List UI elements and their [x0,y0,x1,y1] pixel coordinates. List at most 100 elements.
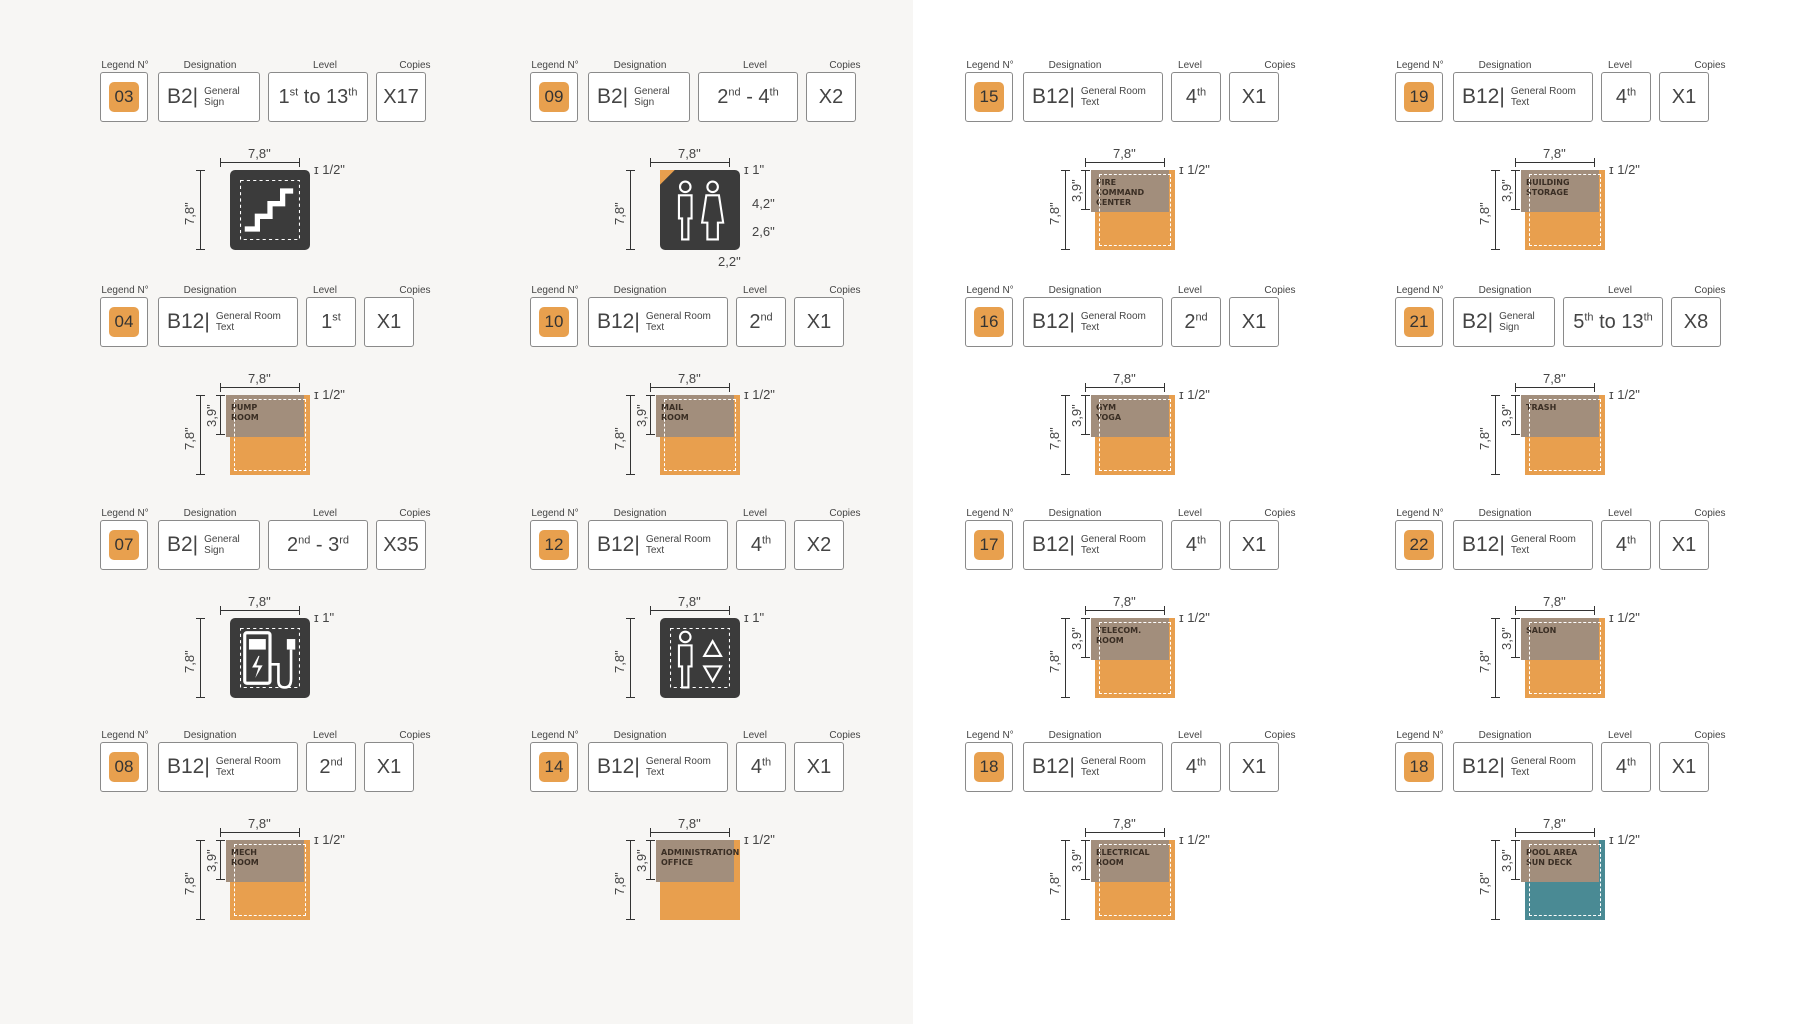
legend-number-badge: 19 [1404,82,1434,112]
designation-code: B12| [1462,533,1505,556]
height-dimension-line [196,170,205,250]
header-level: Level [743,730,767,741]
width-dimension-label: 7,8" [1543,594,1566,609]
copies-value: X1 [376,755,402,778]
room-text-panel: SALON [1521,618,1599,660]
legend-number-box: 19 [1395,72,1443,122]
designation-code: B12| [1032,85,1075,108]
half-height-dimension-line [1081,618,1090,658]
level-value: 4th [750,755,772,778]
header-level: Level [313,60,337,71]
legend-number-box: 14 [530,742,578,792]
half-height-dimension-line [646,395,655,435]
height-dimension-label: 7,8" [1047,202,1062,225]
level-box: 4th [1601,72,1651,122]
room-text-panel: PUMP ROOM [226,395,304,437]
copies-box: X1 [1229,72,1279,122]
level-value: 2nd - 4th [717,85,779,108]
height-dimension-label: 7,8" [182,872,197,895]
header-legend: Legend N° [966,730,1014,741]
height-dimension-label: 7,8" [612,427,627,450]
half-height-dimension-line [1081,395,1090,435]
designation-code: B12| [1032,533,1075,556]
safe-area-dashed-outline [1529,174,1601,246]
legend-number-box: 15 [965,72,1013,122]
designation-code: B2| [1462,310,1494,333]
width-dimension-label: 7,8" [248,816,271,831]
height-dimension-line [1061,840,1070,920]
height-dimension-label: 7,8" [1047,427,1062,450]
width-dimension-line [650,158,730,167]
header-level: Level [313,285,337,296]
height-dimension-label: 7,8" [1477,427,1492,450]
copies-box: X2 [794,520,844,570]
designation-box: B12|General Room Text [1453,520,1593,570]
designation-description: General Room Text [1510,756,1576,778]
height-dimension-label: 7,8" [1477,202,1492,225]
header-legend: Legend N° [966,60,1014,71]
sign-plate-dark [660,170,740,250]
legend-number-badge: 12 [539,530,569,560]
restroom-dimension-restroom_d: 2,2" [718,254,741,269]
header-level: Level [1608,285,1632,296]
copies-box: X1 [794,742,844,792]
copies-value: X1 [1241,310,1267,333]
margin-dimension-label: ɪ 1/2" [1179,610,1210,625]
designation-description: General Room Text [215,756,281,778]
level-box: 2nd [306,742,356,792]
copies-value: X17 [383,85,419,108]
header-designation: Designation [183,285,237,296]
designation-description: General Room Text [1510,86,1576,108]
header-legend: Legend N° [101,508,149,519]
half-height-dimension-label: 3,9" [1069,627,1084,650]
width-dimension-line [1085,606,1165,615]
designation-code: B2| [597,85,629,108]
margin-dimension-label: ɪ 1/2" [1179,387,1210,402]
header-designation: Designation [613,508,667,519]
margin-dimension-label: ɪ 1/2" [1179,832,1210,847]
level-value: 4th [1615,533,1637,556]
header-copies: Copies [829,508,861,519]
legend-number-badge: 22 [1404,530,1434,560]
designation-description: General Room Text [645,756,711,778]
margin-dimension-label: ɪ 1" [744,162,765,177]
copies-box: X1 [1659,72,1709,122]
width-dimension-line [220,383,300,392]
header-copies: Copies [829,730,861,741]
height-dimension-label: 7,8" [182,650,197,673]
header-designation: Designation [1478,285,1532,296]
designation-description: General Sign [634,86,670,108]
header-copies: Copies [1264,730,1296,741]
legend-number-box: 18 [1395,742,1443,792]
half-height-dimension-label: 3,9" [1069,179,1084,202]
half-height-dimension-line [1511,170,1520,210]
header-designation: Designation [1478,730,1532,741]
header-designation: Designation [613,730,667,741]
height-dimension-line [1491,618,1500,698]
half-height-dimension-line [1511,618,1520,658]
header-level: Level [1178,508,1202,519]
copies-box: X1 [1659,520,1709,570]
level-value: 5th to 13th [1573,310,1653,333]
legend-number-badge: 17 [974,530,1004,560]
header-legend: Legend N° [531,508,579,519]
left-panel-background [0,0,913,1024]
designation-description: General Room Text [645,311,711,333]
safe-area-dashed-outline [1099,399,1171,471]
header-copies: Copies [1694,285,1726,296]
designation-box: B12|General Room Text [1023,742,1163,792]
legend-number-box: 17 [965,520,1013,570]
header-legend: Legend N° [531,60,579,71]
copies-value: X1 [376,310,402,333]
level-box: 4th [1171,520,1221,570]
half-height-dimension-line [216,840,225,880]
copies-box: X1 [1229,297,1279,347]
